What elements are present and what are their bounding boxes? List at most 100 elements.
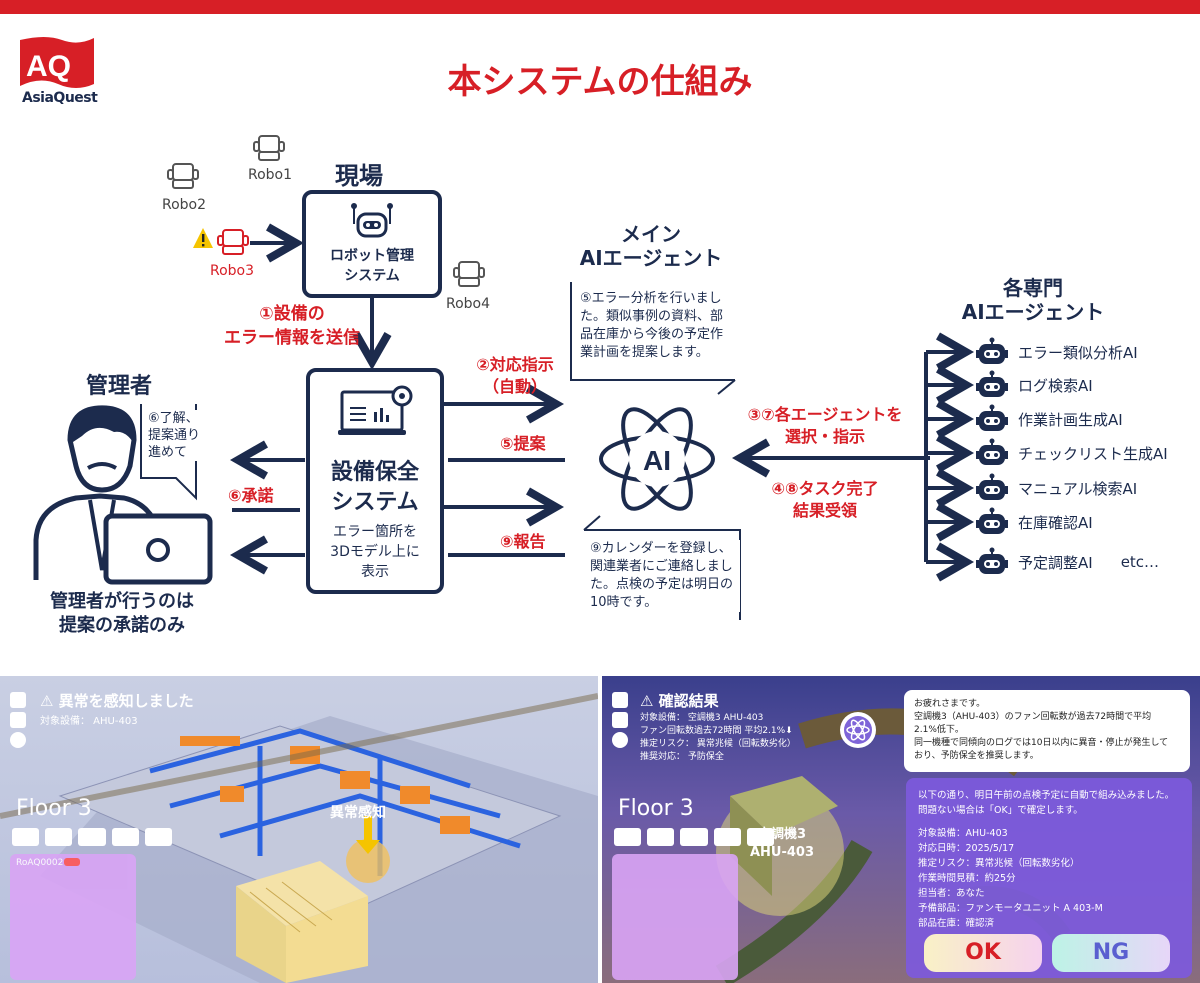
floor-tab[interactable]	[647, 828, 675, 846]
bot-icon	[976, 547, 1008, 574]
manager-bubble: ⑥了解、	[148, 411, 199, 426]
step48-label: ④⑧タスク完了	[771, 479, 879, 498]
grid-icon[interactable]	[612, 692, 628, 708]
result-info-line: 推定リスク： 異常兆候（回転数劣化）	[640, 739, 796, 749]
system-name-line: ロボット管理	[330, 248, 414, 264]
floor-tab[interactable]	[746, 828, 775, 846]
warning-icon	[193, 228, 213, 248]
main-agent-heading: AIエージェント	[579, 246, 723, 270]
maintenance-name: システム	[331, 490, 419, 515]
floor-tab[interactable]	[12, 828, 40, 846]
bot-icon	[976, 337, 1008, 364]
anomaly-target: 対象設備： AHU-403	[40, 716, 138, 727]
anomaly-screen: ⚠ 異常を感知しました 対象設備： AHU-403 Floor 3 RoAQ00…	[0, 676, 598, 983]
floor-tab[interactable]	[144, 828, 173, 846]
robot-icon	[453, 261, 485, 287]
status-badge	[64, 858, 80, 866]
maintenance-desc: エラー箇所を	[333, 524, 417, 540]
monitor-gear-icon	[338, 385, 413, 435]
anomaly-detected-label: 異常感知	[330, 805, 386, 821]
manager-caption: 管理者が行うのは	[50, 591, 194, 612]
plan-line: 部品在庫：確認済	[918, 918, 995, 929]
result-heading: ⚠ 確認結果	[640, 692, 719, 710]
result-info-line: ファン回転数過去72時間 平均2.1%⬇	[640, 726, 793, 736]
manager-caption: 提案の承諾のみ	[59, 615, 185, 636]
step37-label: ③⑦各エージェントを	[747, 405, 903, 424]
plan-line: 問題ない場合は「OK」で確定します。	[918, 805, 1083, 816]
maintenance-name: 設備保全	[330, 460, 419, 485]
step5-label: ⑤提案	[500, 434, 546, 453]
specialist-item: マニュアル検索AI	[1018, 479, 1138, 498]
agent-proposal-text: た。類似事例の資料、部	[580, 309, 724, 324]
floor-tab[interactable]	[111, 828, 139, 846]
step1-label: ①設備の	[259, 304, 325, 324]
agent-proposal-text: 業計画を提案します。	[580, 345, 709, 360]
page-title: 本システムの仕組み	[447, 62, 753, 102]
specialist-item: エラー類似分析AI	[1018, 343, 1138, 362]
result-info-line: 推奨対応： 予防保全	[640, 752, 724, 762]
floor-tab[interactable]	[45, 828, 73, 846]
top-bar	[0, 0, 1200, 14]
clock-icon[interactable]	[10, 732, 26, 748]
plan-line: 作業時間見積：約25分	[918, 873, 1016, 884]
maintenance-desc: 3Dモデル上に	[330, 544, 420, 560]
bot-icon	[976, 507, 1008, 534]
result-screen: ⚠ 確認結果 対象設備： 空調機3 AHU-403 ファン回転数過去72時間 平…	[602, 676, 1200, 983]
list-icon[interactable]	[10, 712, 26, 728]
step9-label: ⑨報告	[500, 532, 546, 551]
ai-message-line: お疲れさまです。	[914, 699, 986, 709]
ai-message-bubble: お疲れさまです。 空調機3（AHU-403）のファン回転数が過去72時間で平均 …	[904, 690, 1190, 772]
bot-icon	[976, 473, 1008, 500]
manager-bubble: 進めて	[148, 445, 188, 460]
flow-arrows	[140, 0, 1200, 620]
anomaly-alert: ⚠ 異常を感知しました	[40, 692, 194, 710]
robot-label: Robo2	[162, 197, 207, 213]
agent-proposal-text: 品在庫から今後の予定作	[580, 327, 724, 342]
floor-tab[interactable]	[78, 828, 106, 846]
ai-message-line: 2.1%低下。	[914, 725, 964, 735]
robot-error-icon	[217, 229, 249, 255]
floor-tab[interactable]	[713, 828, 741, 846]
floor-tab[interactable]	[614, 828, 642, 846]
plan-line: 推定リスク：異常兆候（回転数劣化）	[918, 858, 1080, 869]
maintenance-system: 設備保全 システム エラー箇所を 3Dモデル上に 表示	[306, 368, 444, 594]
main-agent-heading: メイン	[621, 222, 681, 246]
agent-report-text: た。点検の予定は明日の	[590, 577, 734, 592]
manager-heading: 管理者	[86, 374, 153, 399]
robot-status-card[interactable]: RoAQ0002	[10, 854, 136, 980]
plan-line: 以下の通り、明日午前の点検予定に自動で組み込みました。	[918, 790, 1175, 801]
list-icon[interactable]	[612, 712, 628, 728]
system-name-line: システム	[344, 268, 400, 284]
floor-label: Floor 3	[16, 796, 92, 821]
unit-name: AHU-403	[749, 845, 815, 860]
ng-button[interactable]: NG	[1052, 934, 1170, 972]
building-3d-model-icon	[0, 693, 598, 983]
agent-report-text: ⑨カレンダーを登録し、	[590, 541, 732, 556]
robot-status-card[interactable]	[612, 854, 738, 980]
agent-report-text: 10時です。	[590, 595, 658, 610]
robot-icon	[167, 163, 199, 189]
bot-icon	[976, 438, 1008, 465]
floor-tab[interactable]	[680, 828, 708, 846]
unit-name: 空調機3	[757, 827, 807, 842]
manager-at-laptop-icon	[33, 405, 213, 585]
ai-message-line: おり、予防保全を推奨します。	[914, 751, 1039, 761]
agent-proposal-text: ⑤エラー分析を行いまし	[580, 291, 722, 306]
grid-icon[interactable]	[10, 692, 26, 708]
step37-label: 選択・指示	[784, 427, 865, 446]
robot-icon	[253, 135, 285, 161]
clock-icon[interactable]	[612, 732, 628, 748]
site-heading: 現場	[335, 162, 383, 190]
robot-label: Robo1	[248, 167, 293, 183]
ok-button[interactable]: OK	[924, 934, 1042, 972]
bot-icon	[976, 404, 1008, 431]
floor-tabs[interactable]	[614, 828, 775, 846]
plan-line: 対象設備：AHU-403	[918, 828, 1008, 839]
ai-atom-icon: AI	[599, 407, 715, 511]
step48-label: 結果受領	[792, 501, 857, 520]
manager-bubble: 提案通り	[148, 428, 201, 443]
plan-line: 予備部品：ファンモータユニット A 403-M	[918, 903, 1103, 914]
floor-tabs[interactable]	[12, 828, 173, 846]
specialist-etc: etc…	[1120, 553, 1160, 571]
specialist-item: 在庫確認AI	[1018, 513, 1093, 532]
